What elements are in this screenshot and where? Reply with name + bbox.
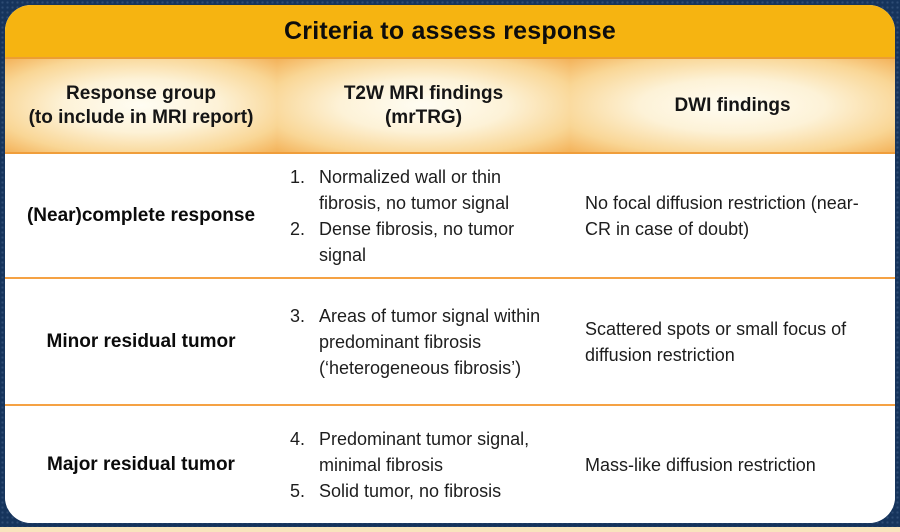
response-group-label: Major residual tumor bbox=[47, 453, 235, 475]
t2w-list-item: 2. Dense fibrosis, no tumor signal bbox=[290, 216, 570, 268]
t2w-findings-cell: 4. Predominant tumor signal, minimal fib… bbox=[277, 426, 570, 504]
table-row-near-complete-response: (Near)complete response 1. Normalized wa… bbox=[5, 154, 895, 277]
list-item-text: Dense fibrosis, no tumor signal bbox=[319, 218, 515, 265]
column-header-sublabel: (to include in MRI report) bbox=[28, 106, 254, 128]
list-item-number: 4. bbox=[290, 428, 306, 449]
table-row-major-residual-tumor: Major residual tumor 4. Predominant tumo… bbox=[5, 404, 895, 523]
t2w-list-item: 5. Solid tumor, no fibrosis bbox=[290, 478, 570, 504]
dwi-findings-cell: Mass-like diffusion restriction bbox=[570, 452, 895, 478]
list-item-text: Areas of tumor signal within predominant… bbox=[319, 305, 541, 378]
list-item-number: 2. bbox=[290, 218, 306, 239]
column-header-t2w-findings: T2W MRI findings (mrTRG) bbox=[277, 59, 570, 152]
response-group-label: (Near)complete response bbox=[26, 204, 256, 226]
t2w-findings-cell: 3. Areas of tumor signal within predomin… bbox=[277, 303, 570, 381]
table-row-minor-residual-tumor: Minor residual tumor 3. Areas of tumor s… bbox=[5, 277, 895, 404]
dwi-findings-text: Mass-like diffusion restriction bbox=[585, 454, 816, 475]
dwi-findings-text: Scattered spots or small focus of diffus… bbox=[585, 318, 847, 365]
response-group-label: Minor residual tumor bbox=[46, 330, 236, 352]
list-item-text: Solid tumor, no fibrosis bbox=[319, 480, 502, 501]
table-header-row: Response group (to include in MRI report… bbox=[5, 57, 895, 154]
column-header-dwi-findings: DWI findings bbox=[570, 59, 895, 152]
dwi-findings-cell: No focal diffusion restriction (near-CR … bbox=[570, 190, 895, 242]
page-title: Criteria to assess response bbox=[284, 16, 616, 45]
title-bar: Criteria to assess response bbox=[5, 5, 895, 57]
criteria-table-card: Criteria to assess response Response gro… bbox=[5, 5, 895, 523]
column-header-label: Response group bbox=[66, 82, 216, 104]
bottom-edge-strip bbox=[0, 527, 900, 532]
dwi-findings-text: No focal diffusion restriction (near-CR … bbox=[585, 192, 859, 239]
list-item-number: 3. bbox=[290, 305, 306, 326]
column-header-response-group: Response group (to include in MRI report… bbox=[5, 59, 277, 152]
t2w-list-item: 4. Predominant tumor signal, minimal fib… bbox=[290, 426, 570, 478]
list-item-number: 5. bbox=[290, 480, 306, 501]
dwi-findings-cell: Scattered spots or small focus of diffus… bbox=[570, 316, 895, 368]
list-item-text: Predominant tumor signal, minimal fibros… bbox=[319, 428, 530, 475]
t2w-list-item: 3. Areas of tumor signal within predomin… bbox=[290, 303, 570, 381]
list-item-number: 1. bbox=[290, 166, 306, 187]
list-item-text: Normalized wall or thin fibrosis, no tum… bbox=[319, 166, 510, 213]
column-header-sublabel: (mrTRG) bbox=[384, 106, 463, 128]
t2w-findings-cell: 1. Normalized wall or thin fibrosis, no … bbox=[277, 164, 570, 268]
column-header-label: T2W MRI findings bbox=[343, 82, 504, 104]
t2w-list-item: 1. Normalized wall or thin fibrosis, no … bbox=[290, 164, 570, 216]
column-header-label: DWI findings bbox=[674, 94, 791, 116]
